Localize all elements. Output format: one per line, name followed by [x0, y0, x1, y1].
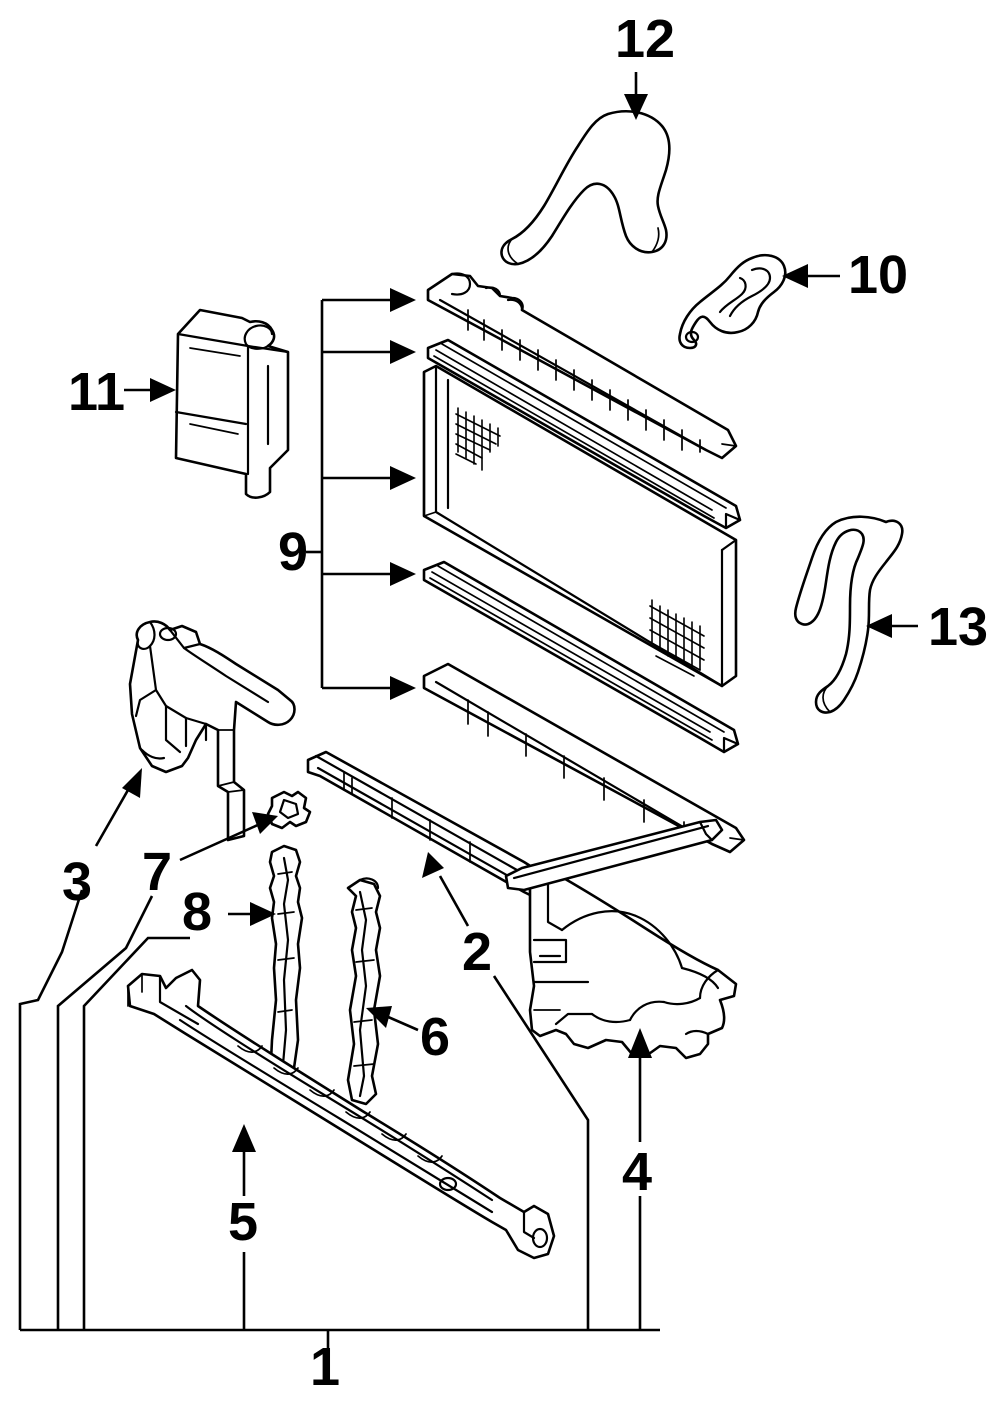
- callout-number-10[interactable]: 10: [848, 245, 909, 305]
- callout-number-4[interactable]: 4: [622, 1142, 653, 1202]
- core-fin-hatch-lower: [649, 599, 705, 677]
- part-center-brace-right: [346, 877, 382, 1106]
- part-right-support-bracket: [528, 868, 738, 1060]
- leader-7: [56, 812, 278, 1330]
- callout-number-9[interactable]: 9: [278, 522, 309, 582]
- part-radiator-lower-seal: [422, 560, 740, 754]
- part-radiator-upper-seal: [426, 338, 742, 530]
- core-fin-hatch-upper: [455, 407, 501, 471]
- part-radiator-mount-bracket: [678, 253, 787, 350]
- part-left-support-side-member: [128, 620, 296, 842]
- part-radiator-upper-tank: [426, 272, 738, 460]
- leader-12: [624, 72, 648, 120]
- part-center-brace-left: [268, 844, 304, 1092]
- part-lower-radiator-hose: [793, 515, 904, 714]
- part-coolant-reservoir-tank: [174, 308, 290, 499]
- callout-number-1[interactable]: 1: [310, 1337, 341, 1397]
- leader-6: [366, 1006, 419, 1032]
- callout-number-6[interactable]: 6: [420, 1007, 451, 1067]
- leader-5: [232, 1124, 256, 1330]
- callout-number-3[interactable]: 3: [62, 852, 93, 912]
- leader-8: [82, 902, 276, 1330]
- leader-10: [782, 264, 840, 288]
- leader-11: [124, 378, 176, 402]
- part-radiator-lower-tank: [422, 662, 746, 854]
- callout-number-12[interactable]: 12: [615, 9, 676, 69]
- part-upper-radiator-hose: [500, 110, 671, 266]
- leader-9: [306, 288, 416, 700]
- leader-1: [20, 1328, 660, 1348]
- callout-number-2[interactable]: 2: [462, 922, 493, 982]
- callout-number-8[interactable]: 8: [182, 882, 213, 942]
- part-lower-tie-bar: [126, 968, 556, 1260]
- callout-number-7[interactable]: 7: [142, 842, 173, 902]
- callout-number-11[interactable]: 11: [68, 362, 126, 422]
- leader-3: [18, 768, 142, 1330]
- callout-number-13[interactable]: 13: [928, 597, 989, 657]
- leader-4: [628, 1028, 652, 1330]
- leader-2: [422, 852, 590, 1330]
- callout-number-5[interactable]: 5: [228, 1192, 259, 1252]
- leader-13: [866, 614, 918, 638]
- part-upper-small-bar: [504, 818, 724, 892]
- part-radiator-core: [422, 364, 738, 688]
